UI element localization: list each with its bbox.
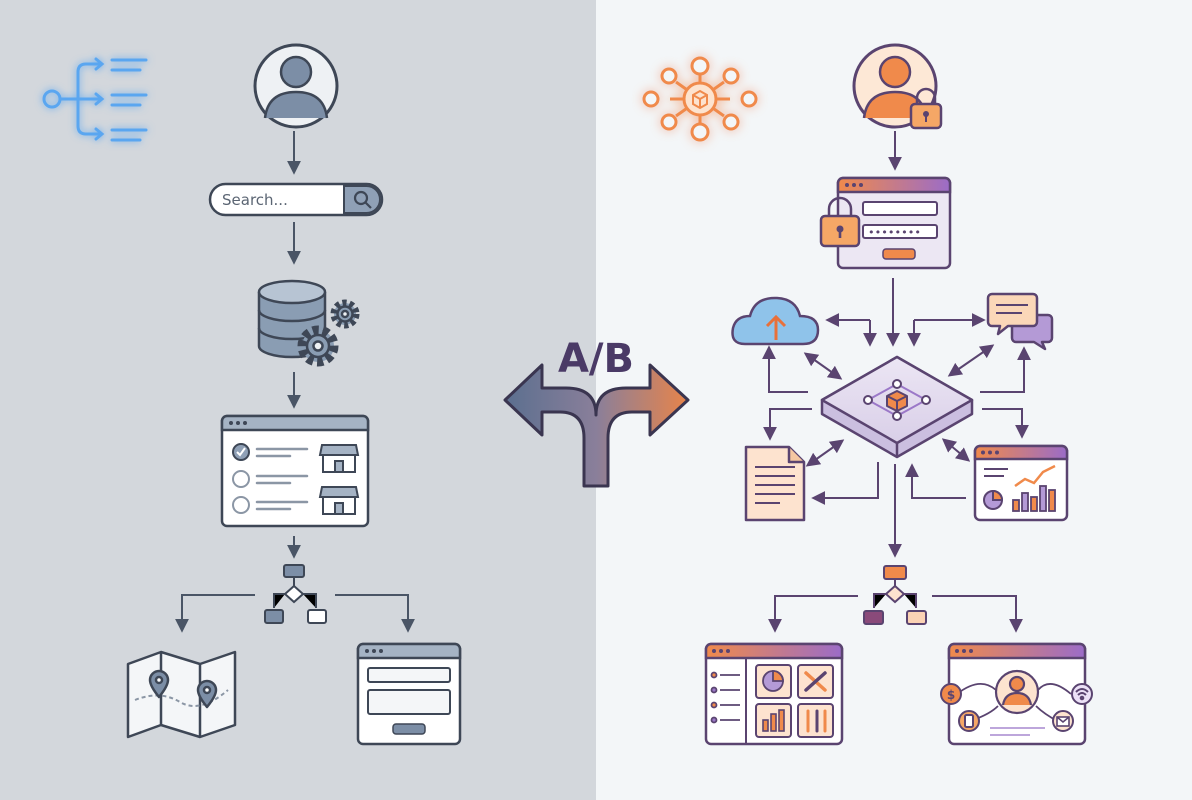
search-bar[interactable]: Search... [208,182,384,217]
mail-icon [1052,710,1074,732]
phone-icon [958,710,980,732]
cloud-upload-icon [731,296,820,346]
document-icon [744,445,806,522]
central-platform-hub-icon [820,355,974,459]
map-pin-icon [148,669,170,699]
dollar-icon: $ [940,683,962,705]
search-placeholder: Search... [222,191,288,209]
user-avatar-icon [253,43,339,129]
tools-icon [804,671,827,692]
search-icon [353,190,372,209]
hub-connectors [762,313,1031,558]
bar-chart-icon [1012,464,1056,512]
lock-icon [819,196,861,248]
database-gears-icon [257,279,360,367]
wifi-icon [1071,683,1093,705]
network-hub-icon [642,56,758,142]
lock-icon [909,87,943,130]
bar-chart-icon [762,709,785,732]
svg-text:••••••••: •••••••• [868,226,921,239]
profile-hub-window: $ [940,642,1093,746]
form-window [356,642,462,746]
ab-fork-arrow-icon [503,363,690,488]
chat-bubbles-icon [986,292,1054,351]
decision-flowchart-icon [863,565,927,625]
flow-arrow [175,594,255,633]
decision-flowchart-icon [264,564,327,624]
wrench-icon [806,709,827,733]
sequential-flow-icon [42,57,148,142]
checkbox-icon [232,496,250,514]
map-pin-icon [196,679,218,709]
flow-arrow [768,595,858,633]
storefront-icon [318,444,360,473]
ab-label: A/B [558,336,634,382]
listing-window [220,414,370,528]
login-window: •••••••• [819,176,952,270]
gear-icon [330,299,360,329]
profile-avatar-icon [994,669,1040,715]
flow-arrow [335,594,415,633]
flow-arrow [932,595,1023,633]
checkbox-icon [232,470,250,488]
dashboard-window [704,642,844,746]
pie-chart-icon [762,670,784,692]
gear-icon [297,325,339,367]
pie-chart-icon [983,489,1004,510]
svg-text:$: $ [947,688,955,702]
secure-user-avatar-icon [852,43,943,130]
checkbox-icon [232,443,250,461]
map-icon [126,650,237,739]
analytics-window [973,444,1069,522]
storefront-icon [318,486,360,515]
